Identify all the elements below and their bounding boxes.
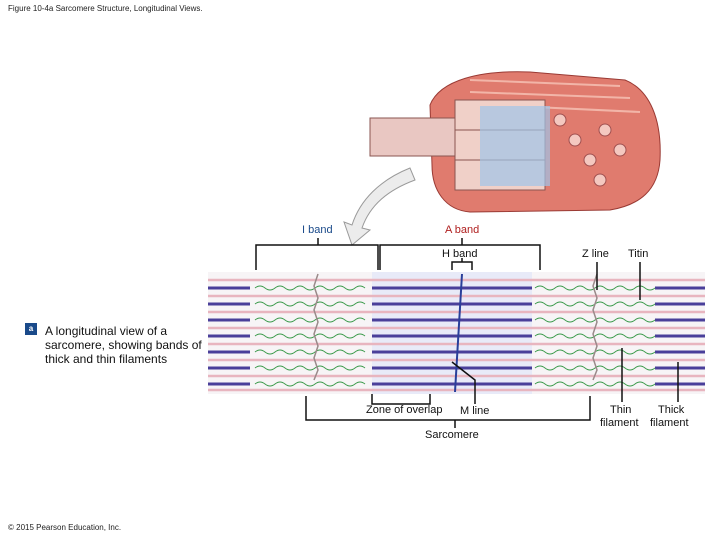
titin-wave [534, 381, 656, 387]
z-lines [313, 273, 598, 381]
mitochondrion-2 [568, 133, 582, 147]
m-line-leader [451, 361, 476, 404]
caption-text: A longitudinal view of a sarcomere, show… [45, 324, 202, 366]
sarcomere-label: Sarcomere [425, 429, 479, 441]
titin-wave [534, 285, 656, 291]
z-line-right [592, 273, 598, 381]
h-band-bracket [451, 261, 473, 270]
m-line-label: M line [460, 405, 490, 417]
thick-filaments [208, 286, 705, 386]
titin-wave [254, 349, 366, 355]
zoom-arrow [343, 167, 416, 246]
h-band-label: H band [442, 248, 478, 260]
i-band-bracket [255, 244, 379, 270]
mitochondrion-1 [553, 113, 567, 127]
copyright-notice: © 2015 Pearson Education, Inc. [8, 523, 122, 532]
titin-wave [254, 317, 366, 323]
mitochondrion-6 [593, 173, 607, 187]
a-band-bracket [379, 244, 541, 270]
titin-wave [254, 381, 366, 387]
zone-of-overlap-label: Zone of overlap [366, 404, 443, 416]
thick-filament-label-2: filament [650, 417, 689, 429]
titin-wave [534, 333, 656, 339]
titin-wave [534, 365, 656, 371]
sarcoplasmic-reticulum [480, 106, 550, 186]
muscle-fiber-illustration [369, 71, 661, 213]
a-band-label: A band [445, 224, 480, 236]
titin-wave [254, 301, 366, 307]
titin-wave [254, 285, 366, 291]
titin-wave [254, 333, 366, 339]
titin-filaments [254, 285, 656, 387]
z-line-label: Z line [582, 248, 609, 260]
thick-filament-label-1: Thick [658, 404, 685, 416]
m-line [454, 273, 463, 393]
titin-label: Titin [628, 248, 649, 260]
i-band-label: I band [302, 224, 333, 236]
a-band-shade [372, 272, 532, 394]
titin-wave [534, 317, 656, 323]
bracket-lines [255, 238, 679, 428]
figure-title: Figure 10-4a Sarcomere Structure, Longit… [8, 4, 203, 13]
caption-letter-badge: a [25, 323, 37, 335]
thin-filament-label-1: Thin [610, 404, 632, 416]
thin-filament-label-2: filament [600, 417, 639, 429]
myofibril-bundle-1 [369, 117, 461, 157]
mitochondrion-3 [583, 153, 597, 167]
mitochondrion-5 [613, 143, 627, 157]
titin-wave [254, 365, 366, 371]
sarcomere-bracket [305, 396, 591, 421]
z-line-left [313, 273, 319, 381]
zone-of-overlap-bracket [371, 394, 431, 405]
mitochondrion-4 [598, 123, 612, 137]
